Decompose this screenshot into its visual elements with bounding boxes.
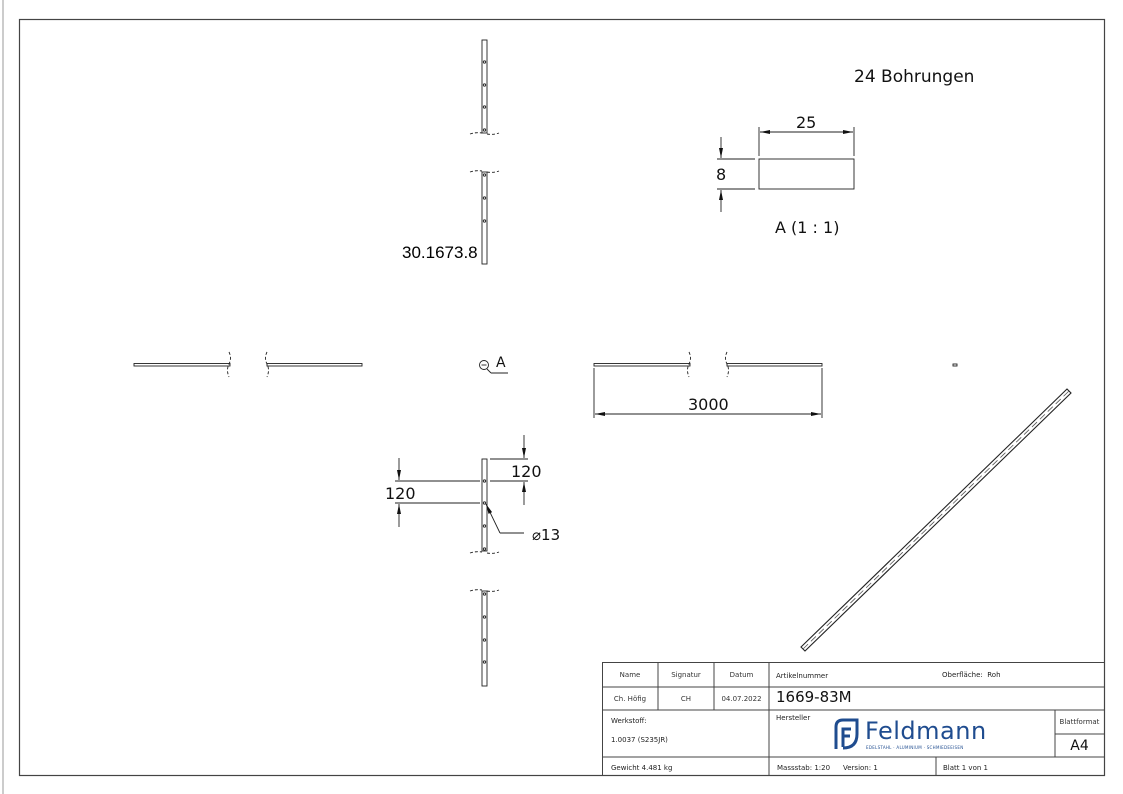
value-signatur: CH [680, 694, 692, 703]
section-width-dimension: 25 [796, 113, 817, 132]
length-dimension: 3000 [688, 395, 729, 414]
blatt: Blatt 1 von 1 [943, 764, 988, 772]
oberflaeche: Oberfläche: Roh [942, 671, 1001, 679]
logo-tagline: EDELSTAHL · ALUMINIUM · SCHMIEDEEISEN [866, 745, 964, 750]
massstab: Massstab: 1:20 [777, 764, 831, 772]
feldmann-logo: Feldmann EDELSTAHL · ALUMINIUM · SCHMIED… [832, 715, 986, 753]
hole-diameter-dimension: ⌀13 [532, 526, 561, 544]
value-name: Ch. Höfig [613, 694, 647, 703]
title-block-grid [602, 662, 1105, 776]
section-height-dimension: 8 [716, 165, 727, 184]
diameter-symbol-icon: ⌀ [532, 526, 542, 544]
section-view-label: A (1 : 1) [775, 218, 840, 237]
blattformat-value: A4 [1070, 737, 1089, 754]
section-marker-label: A [496, 355, 506, 371]
werkstoff-label: Werkstoff: [611, 717, 647, 725]
logo-wordmark: Feldmann [865, 717, 987, 745]
weight: Gewicht 4.481 kg [611, 764, 673, 772]
front-view-lower [395, 435, 528, 687]
header-signatur: Signatur [671, 670, 701, 679]
artikelnummer-label: Artikelnummer [776, 672, 829, 680]
blattformat-label: Blattformat [1059, 718, 1100, 726]
holes-note: 24 Bohrungen [854, 67, 975, 87]
value-datum: 04.07.2022 [721, 694, 762, 703]
end-view [952, 363, 958, 367]
artikelnummer-value: 1669-83M [776, 688, 852, 706]
side-view-right [593, 351, 823, 418]
side-view-left [133, 351, 363, 378]
hole-pitch-dimension-right: 120 [511, 462, 542, 481]
version: Version: 1 [843, 764, 878, 772]
section-a-view [717, 127, 855, 212]
overlapping-dimension-text: 30.1673.8 [402, 243, 478, 262]
front-view-upper [469, 39, 500, 265]
header-datum: Datum [729, 670, 754, 679]
feldmann-f-icon [834, 718, 859, 750]
werkstoff-value: 1.0037 (S235JR) [611, 736, 668, 744]
header-name: Name [619, 670, 641, 679]
isometric-view [800, 388, 1072, 652]
hersteller-label: Hersteller [776, 714, 811, 722]
title-block: Name Signatur Datum Ch. Höfig CH 04.07.2… [602, 662, 1104, 775]
hole-pitch-dimension-left: 120 [385, 484, 416, 503]
section-marker-symbol [479, 360, 508, 374]
